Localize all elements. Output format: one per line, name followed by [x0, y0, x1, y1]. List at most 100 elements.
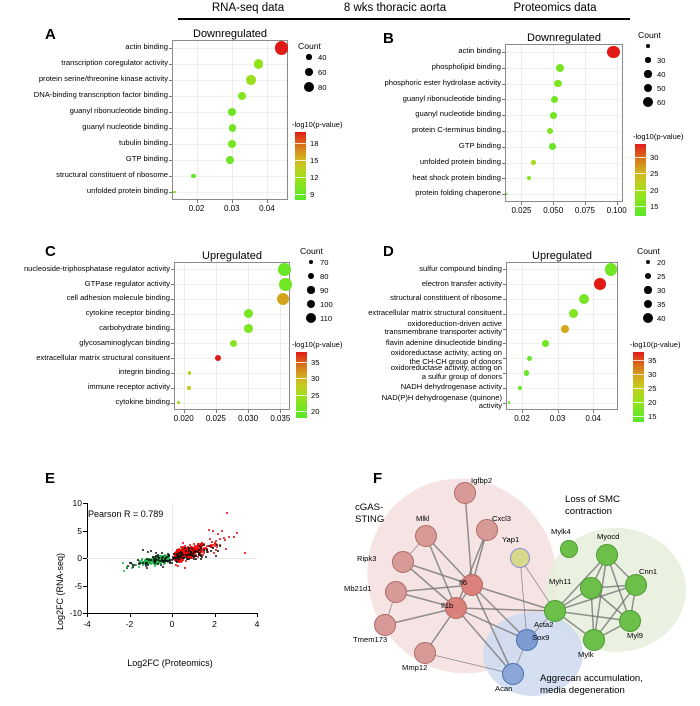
scatter-point — [146, 560, 149, 563]
y-tick — [171, 313, 174, 315]
panel-label-a: A — [45, 26, 56, 43]
scatter-point — [148, 559, 151, 562]
x-tick — [248, 410, 250, 413]
network-node-acan[interactable] — [502, 663, 524, 685]
network-node-mlkl[interactable] — [415, 525, 437, 547]
y-tick — [502, 67, 505, 69]
x-tick-label: 4 — [254, 619, 260, 629]
scatter-point — [141, 564, 144, 567]
scatter-point — [194, 545, 197, 548]
size-legend-dot — [306, 299, 316, 309]
y-tick — [502, 51, 505, 53]
y-tick — [502, 130, 505, 132]
scatter-point — [201, 542, 204, 545]
network-node-acta2[interactable] — [544, 600, 566, 622]
x-tick-label: 0.020 — [173, 414, 194, 423]
x-tick — [214, 613, 216, 617]
scatter-point — [222, 536, 225, 539]
color-legend-label: 20 — [311, 407, 320, 417]
scatter-point — [180, 560, 183, 563]
data-point — [187, 371, 192, 375]
scatter-point — [163, 562, 166, 565]
y-tick — [83, 613, 87, 615]
panel-b-plot — [505, 44, 623, 202]
network-node-myocd[interactable] — [596, 544, 618, 566]
network-node-myl9[interactable] — [619, 610, 641, 632]
scatter-point — [146, 566, 149, 569]
network-node-cnn1[interactable] — [625, 574, 647, 596]
category-label: extracellular matrix structural consitue… — [36, 352, 170, 362]
scatter-point — [157, 562, 160, 565]
scatter-point — [147, 563, 150, 566]
scatter-point — [160, 563, 163, 566]
scatter-point — [126, 565, 129, 568]
color-legend-tick — [633, 416, 644, 418]
panel-b-title: Downregulated — [527, 32, 601, 44]
scatter-point — [209, 544, 212, 547]
scatter-point — [162, 559, 165, 562]
network-node-ripk3[interactable] — [392, 551, 414, 573]
scatter-point — [201, 548, 204, 551]
scatter-point — [188, 557, 191, 560]
x-tick-label: 0.03 — [223, 204, 240, 213]
scatter-point — [235, 531, 238, 534]
scatter-point — [217, 549, 220, 552]
panel-d-title: Upregulated — [532, 250, 592, 262]
category-label: unfolded protein binding — [86, 186, 168, 196]
size-legend-dot — [307, 286, 315, 294]
panel-e-annotation: Pearson R = 0.789 — [88, 509, 164, 519]
scatter-point — [144, 558, 147, 561]
scatter-point — [212, 552, 215, 555]
size-legend-dot — [305, 68, 313, 76]
x-tick — [522, 410, 523, 413]
x-tick-label: -2 — [125, 619, 134, 629]
scatter-point — [137, 559, 140, 562]
x-tick — [231, 200, 233, 203]
size-legend-dot — [645, 57, 651, 63]
data-point — [177, 401, 180, 404]
data-point — [238, 91, 247, 101]
scatter-point — [168, 559, 171, 562]
scatter-point — [187, 558, 190, 561]
data-point — [560, 324, 569, 333]
panel-c-plot — [174, 262, 290, 410]
scatter-point — [151, 556, 154, 559]
network-node-igfbp2[interactable] — [454, 482, 476, 504]
x-tick — [215, 410, 217, 413]
network-node-mylk[interactable] — [583, 629, 605, 651]
scatter-point — [158, 561, 161, 564]
y-tick — [502, 83, 505, 85]
x-tick-label: 2 — [212, 619, 217, 629]
size-legend-dot — [644, 70, 652, 78]
y-tick — [169, 80, 172, 81]
y-tick — [169, 128, 172, 129]
x-tick-label: 0.02 — [514, 414, 530, 423]
panel-a-plot — [172, 40, 288, 200]
scatter-point — [177, 558, 180, 561]
network-node-il1b[interactable] — [445, 597, 467, 619]
network-node-tmem173[interactable] — [374, 614, 396, 636]
network-node-mmp12[interactable] — [414, 642, 436, 664]
size-legend-dot — [642, 96, 654, 108]
gridline-horizontal — [173, 80, 287, 81]
size-legend-label: 35 — [657, 300, 666, 309]
color-legend-bar — [296, 352, 307, 418]
network-node-yap1[interactable] — [510, 548, 530, 568]
gridline-vertical — [557, 263, 559, 409]
x-tick-label: 0.04 — [585, 414, 601, 423]
network-node-myh11[interactable] — [580, 577, 602, 599]
network-node-cxcl3[interactable] — [476, 519, 498, 541]
network-node-sox9[interactable] — [516, 629, 538, 651]
scatter-point — [203, 546, 206, 549]
network-node-mylk4[interactable] — [560, 540, 578, 558]
network-node-mb21d1[interactable] — [385, 581, 407, 603]
scatter-point — [175, 552, 178, 555]
scatter-point — [223, 539, 226, 542]
x-tick-label: 0 — [169, 619, 175, 629]
scatter-point — [244, 551, 247, 554]
network-node-il6[interactable] — [461, 574, 483, 596]
gridline-vertical — [248, 263, 250, 409]
scatter-point — [138, 562, 141, 565]
header-center: 8 wks thoracic aorta — [343, 2, 447, 14]
